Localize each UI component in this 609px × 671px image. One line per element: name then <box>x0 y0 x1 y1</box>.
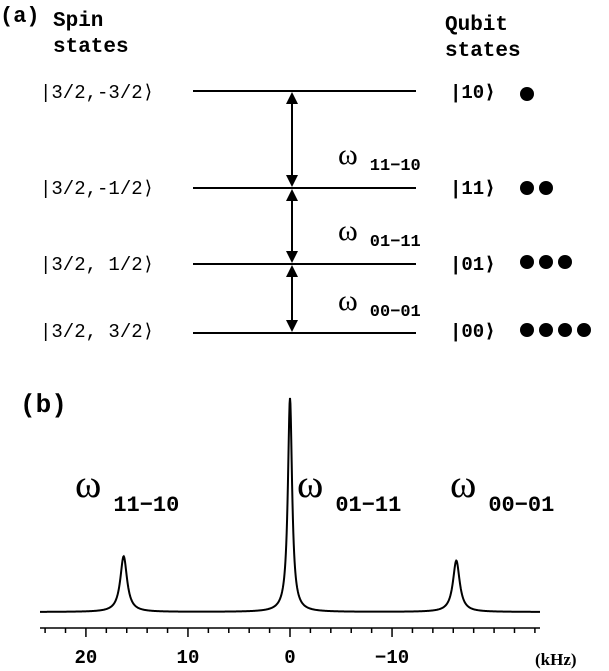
spin-states-header-line2: states <box>53 36 129 59</box>
transition-label: ω 01−11 <box>338 214 421 252</box>
x-axis-tick-labels: 20 10 0 −10 <box>75 647 410 669</box>
transition-arrows <box>286 92 298 332</box>
panel-b: (b) ω 11−10 ω 01−11 ω 00−01 20 10 0 −10 (kH… <box>20 390 577 669</box>
omega-symbol: ω <box>338 284 358 317</box>
transition-subscript: 01−11 <box>370 233 421 252</box>
peak-label: ω 01−11 <box>297 461 401 518</box>
population-dot <box>558 255 572 269</box>
qubit-state-label: |11⟩ <box>450 178 496 200</box>
peak-label: ω 00−01 <box>450 461 554 518</box>
arrowhead-up <box>286 189 298 201</box>
omega-symbol: ω <box>450 461 476 506</box>
population-dots-01 <box>520 255 572 269</box>
omega-symbol: ω <box>338 138 358 171</box>
population-dot <box>520 255 534 269</box>
population-dot <box>539 255 553 269</box>
arrowhead-up <box>286 92 298 104</box>
x-tick-label: 0 <box>284 647 295 669</box>
qubit-state-label: |10⟩ <box>450 82 496 104</box>
peak-subscript: 11−10 <box>113 493 179 518</box>
transition-subscript: 00−01 <box>370 303 421 322</box>
population-dots-11 <box>520 181 553 195</box>
population-dots-10 <box>520 87 534 101</box>
panel-a-label: (a) <box>0 4 40 29</box>
qubit-states-header-line2: states <box>445 40 521 63</box>
arrowhead-down <box>286 251 298 263</box>
population-dot <box>539 323 553 337</box>
omega-symbol: ω <box>338 214 358 247</box>
population-dot <box>520 181 534 195</box>
spin-state-label: |3/2,-1/2⟩ <box>40 178 154 200</box>
population-dot <box>520 87 534 101</box>
spectrum-trace <box>40 397 540 613</box>
panel-b-label: (b) <box>20 390 67 420</box>
population-dot <box>558 323 572 337</box>
x-tick-label: −10 <box>375 647 409 669</box>
transition-label: ω 11−10 <box>338 138 421 176</box>
omega-symbol: ω <box>75 461 101 506</box>
spin-states-header-line1: Spin <box>53 10 103 33</box>
transition-subscript: 11−10 <box>370 157 421 176</box>
qubit-state-label: |01⟩ <box>450 254 496 276</box>
omega-symbol: ω <box>297 461 323 506</box>
x-tick-label: 20 <box>75 647 98 669</box>
peak-subscript: 01−11 <box>335 493 401 518</box>
population-dot <box>577 323 591 337</box>
arrowhead-up <box>286 265 298 277</box>
transition-label: ω 00−01 <box>338 284 421 322</box>
qubit-states-header-line1: Qubit <box>445 14 508 37</box>
spin-state-label: |3/2, 1/2⟩ <box>40 254 154 276</box>
population-dot <box>539 181 553 195</box>
peak-label: ω 11−10 <box>75 461 179 518</box>
arrowhead-down <box>286 175 298 187</box>
panel-a: (a) Spin states Qubit states |3/2,-3/2⟩ … <box>0 4 591 343</box>
x-tick-label: 10 <box>177 647 200 669</box>
qubit-state-label: |00⟩ <box>450 321 496 343</box>
population-dots-00 <box>520 323 591 337</box>
x-axis-unit-label: (kHz) <box>535 650 577 669</box>
arrowhead-down <box>286 320 298 332</box>
spin-state-label: |3/2, 3/2⟩ <box>40 321 154 343</box>
x-axis-ticks <box>44 628 536 637</box>
peak-subscript: 00−01 <box>488 493 554 518</box>
spin-state-label: |3/2,-3/2⟩ <box>40 82 154 104</box>
population-dot <box>520 323 534 337</box>
